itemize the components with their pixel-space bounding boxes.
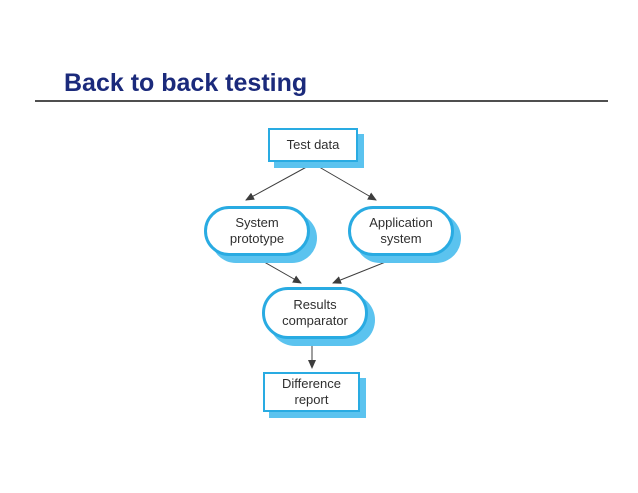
arrow-systemprototype-to-resultscomparator [251,254,302,284]
title-underline-rule [35,100,608,102]
page-title: Back to back testing [64,69,308,97]
arrow-applicationsystem-to-resultscomparator [332,254,404,284]
node-test-data-label: Test data [286,137,340,152]
node-difference-report-label: Difference report [281,376,341,407]
arrow-testdata-to-applicationsystem [313,163,377,201]
node-application-system-label: Application system [369,215,433,246]
node-system-prototype-label: System prototype [229,215,285,246]
node-system-prototype: System prototype [204,206,310,256]
node-difference-report: Difference report [263,372,360,412]
node-results-comparator-label: Results comparator [282,297,348,328]
node-application-system: Application system [348,206,454,256]
node-test-data: Test data [268,128,358,162]
node-results-comparator: Results comparator [262,287,368,339]
arrow-testdata-to-systemprototype [245,163,313,201]
